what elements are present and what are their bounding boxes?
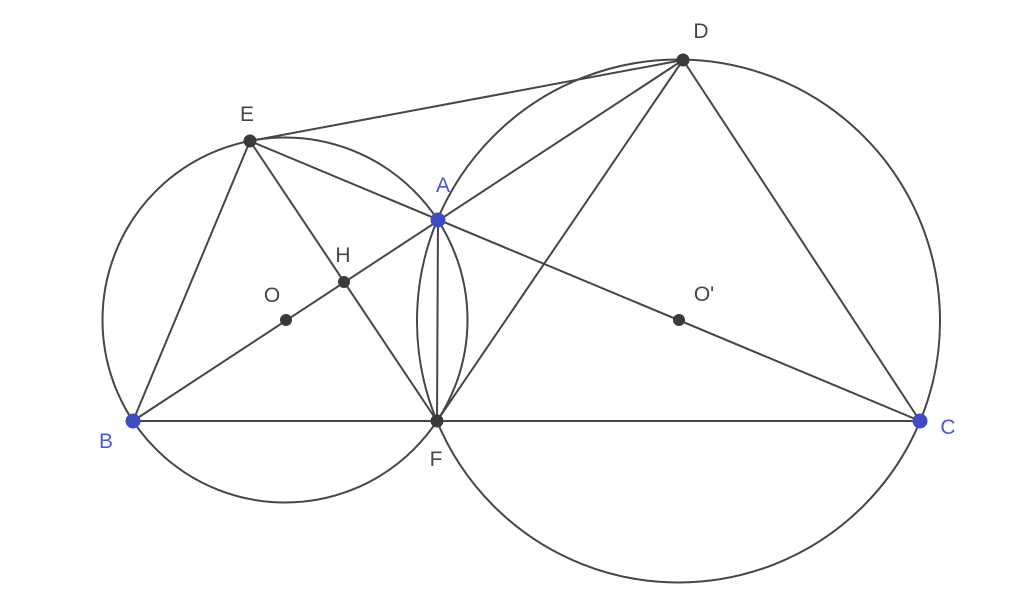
segment-AF: [436, 219, 439, 422]
circles-layer: [101, 58, 941, 584]
segment-DC: [682, 59, 921, 422]
label-B: B: [99, 430, 113, 453]
point-B[interactable]: [125, 413, 141, 429]
point-F[interactable]: [430, 414, 444, 428]
point-A[interactable]: [430, 212, 446, 228]
label-C: C: [940, 416, 955, 439]
segment-EC: [249, 140, 921, 422]
points-layer: [125, 53, 928, 429]
segment-ED: [249, 59, 684, 142]
point-O[interactable]: [280, 314, 292, 326]
segments-layer: [132, 59, 921, 422]
circle-center-O: [101, 136, 469, 504]
label-E: E: [240, 103, 254, 126]
label-O: O: [264, 284, 280, 307]
label-A: A: [436, 174, 450, 197]
label-F: F: [430, 448, 443, 471]
point-H[interactable]: [338, 276, 350, 288]
point-O2[interactable]: [673, 314, 685, 326]
point-C[interactable]: [912, 413, 928, 429]
segment-DF: [436, 59, 684, 422]
point-D[interactable]: [676, 53, 690, 67]
label-O2: O': [694, 283, 714, 306]
segment-BE: [132, 140, 251, 422]
label-H: H: [335, 244, 350, 267]
label-D: D: [693, 20, 708, 43]
point-E[interactable]: [243, 134, 257, 148]
segment-BD: [132, 59, 684, 422]
labels-layer: A B C D E F H O O': [99, 20, 956, 471]
